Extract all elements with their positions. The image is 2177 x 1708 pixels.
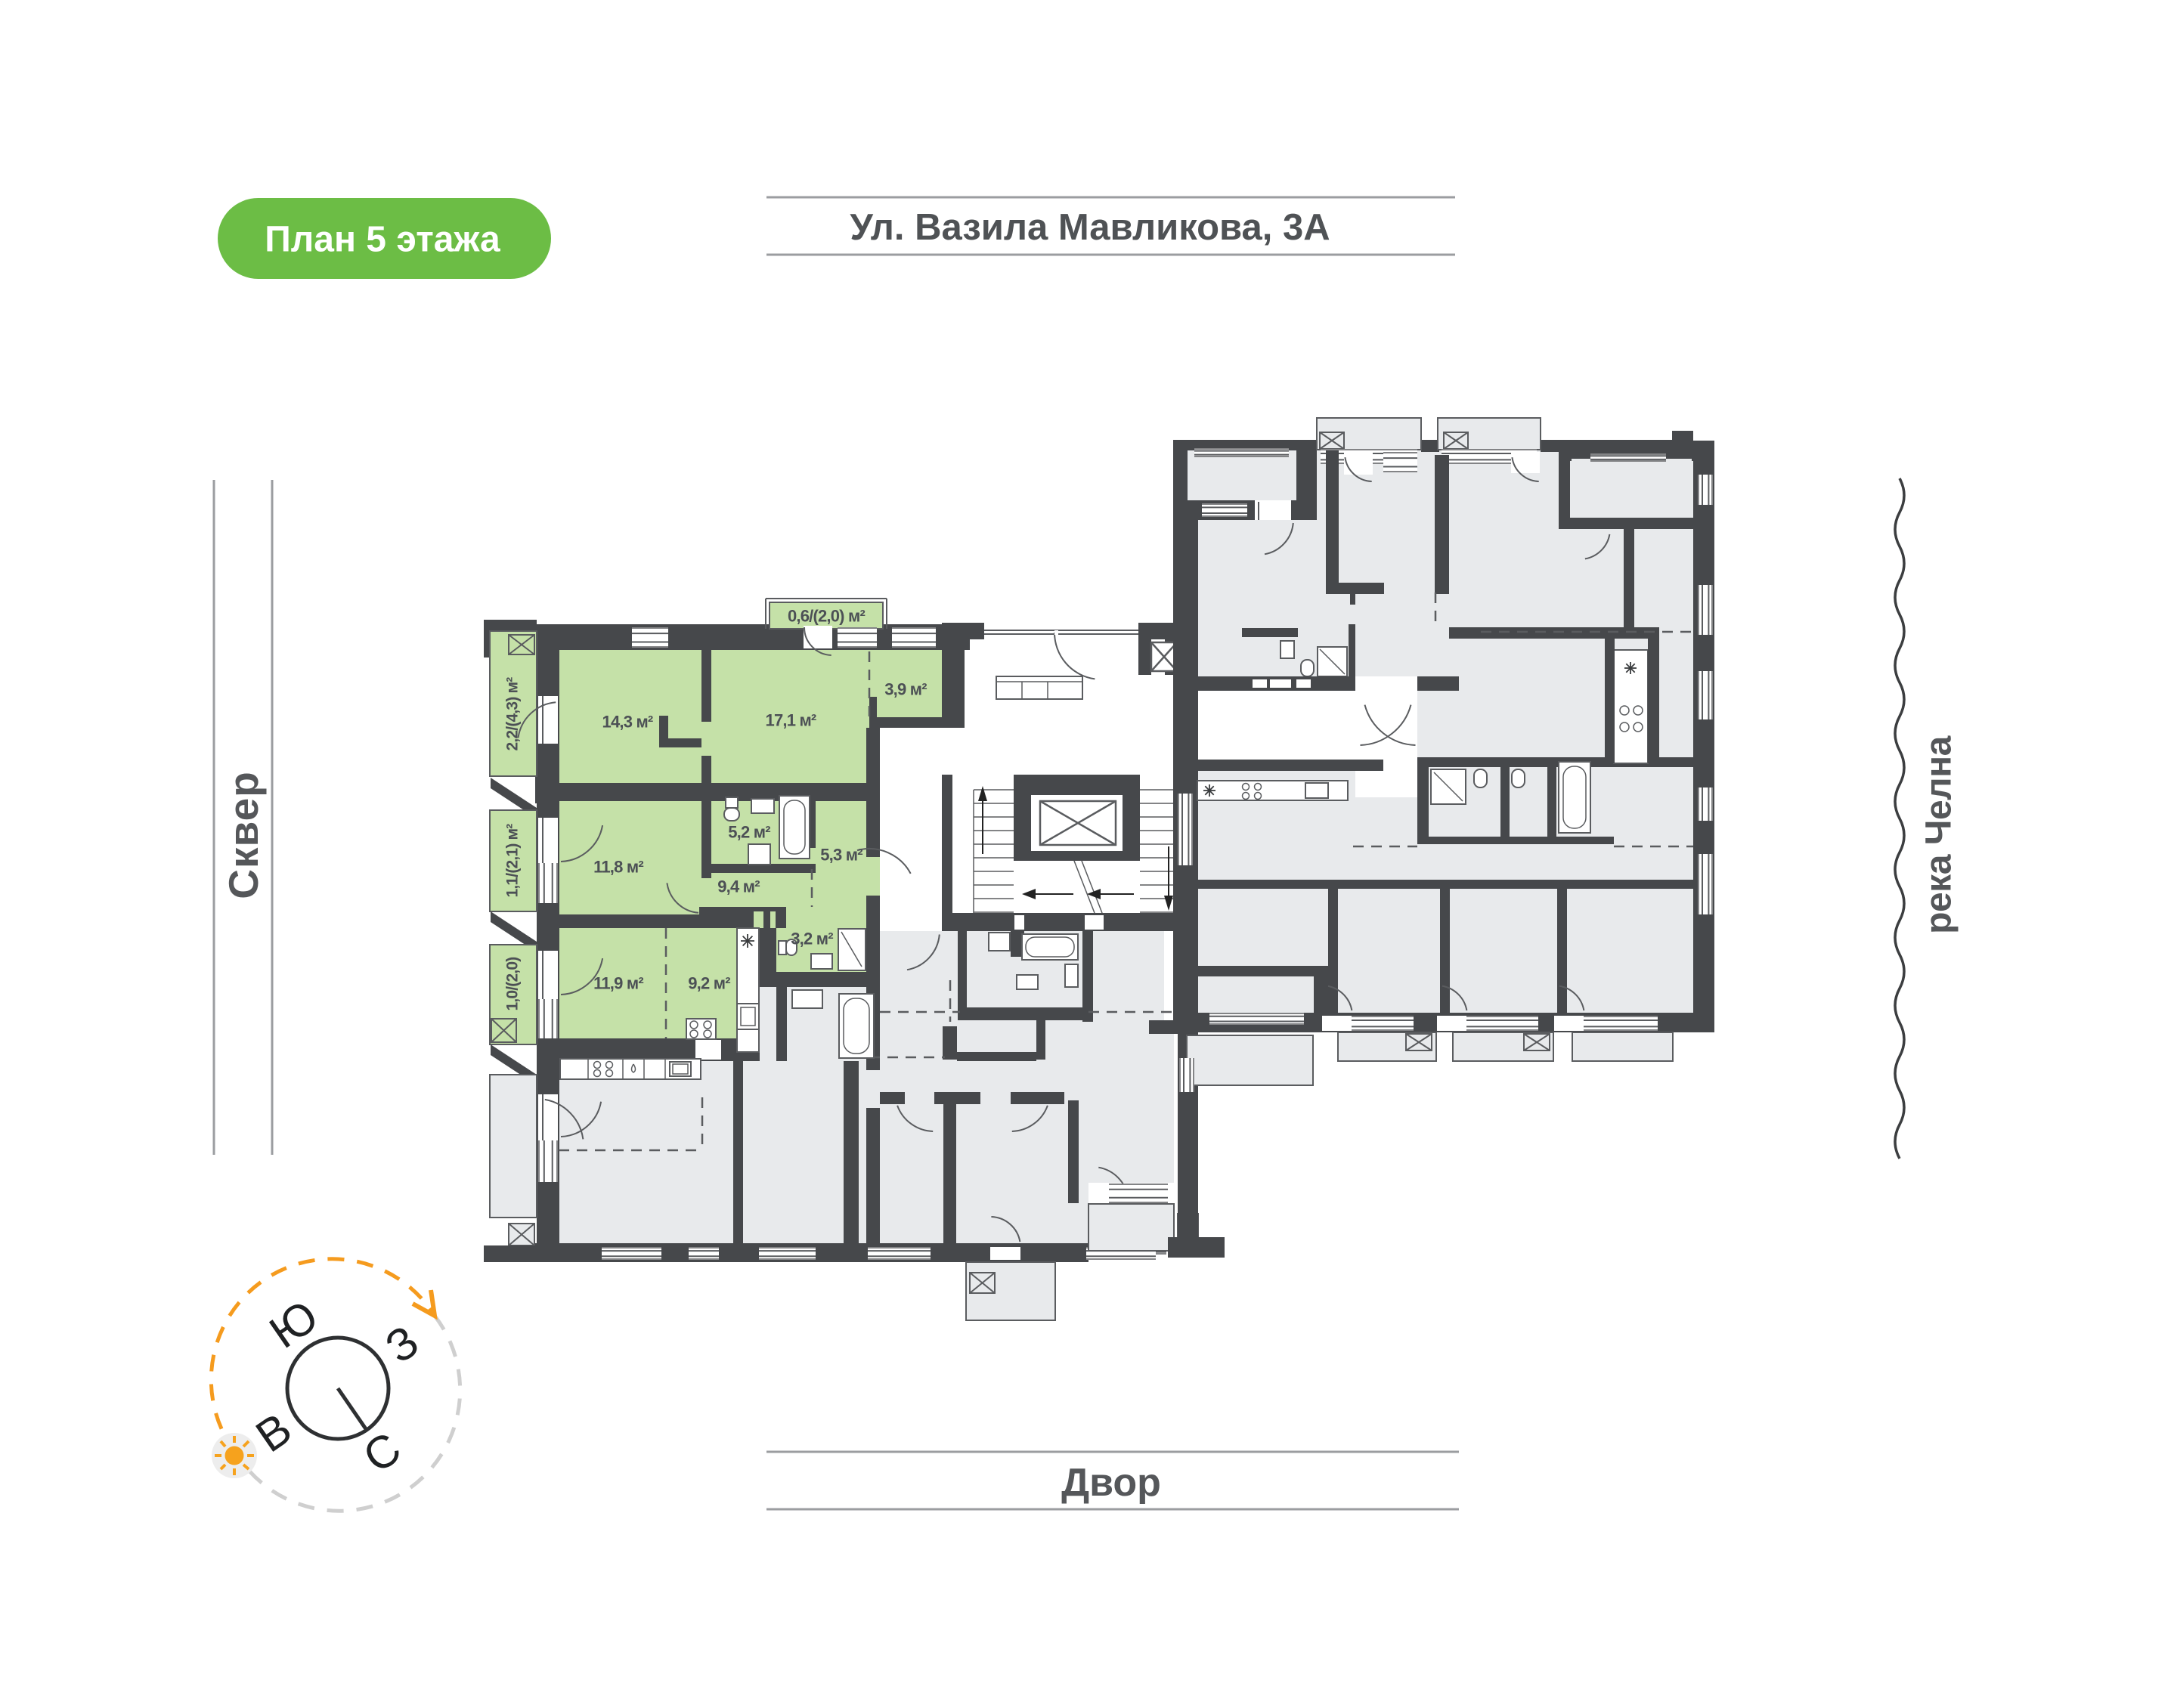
svg-text:2,2/(4,3) м²: 2,2/(4,3) м² [504,677,522,751]
svg-text:9,2 м²: 9,2 м² [688,974,730,993]
svg-text:5,2 м²: 5,2 м² [728,823,770,842]
svg-text:17,1 м²: 17,1 м² [766,711,816,730]
svg-text:14,3 м²: 14,3 м² [602,713,653,732]
svg-text:9,4 м²: 9,4 м² [717,877,760,896]
svg-text:План 5 этажа: План 5 этажа [265,220,500,260]
svg-text:5,3 м²: 5,3 м² [820,846,862,865]
svg-text:1,0/(2,0): 1,0/(2,0) [504,957,522,1010]
svg-text:3,9 м²: 3,9 м² [884,680,927,699]
svg-text:3,2 м²: 3,2 м² [791,930,833,948]
svg-text:река Челна: река Челна [1919,735,1959,933]
svg-text:11,9 м²: 11,9 м² [593,974,643,993]
svg-text:Сквер: Сквер [220,771,267,899]
svg-text:Ул. Вазила Мавликова, 3А: Ул. Вазила Мавликова, 3А [850,207,1330,248]
svg-text:0,6/(2,0) м²: 0,6/(2,0) м² [788,607,866,626]
svg-text:Двор: Двор [1061,1461,1161,1505]
svg-text:11,8 м²: 11,8 м² [593,858,643,877]
svg-text:1,1/(2,1) м²: 1,1/(2,1) м² [504,824,522,898]
